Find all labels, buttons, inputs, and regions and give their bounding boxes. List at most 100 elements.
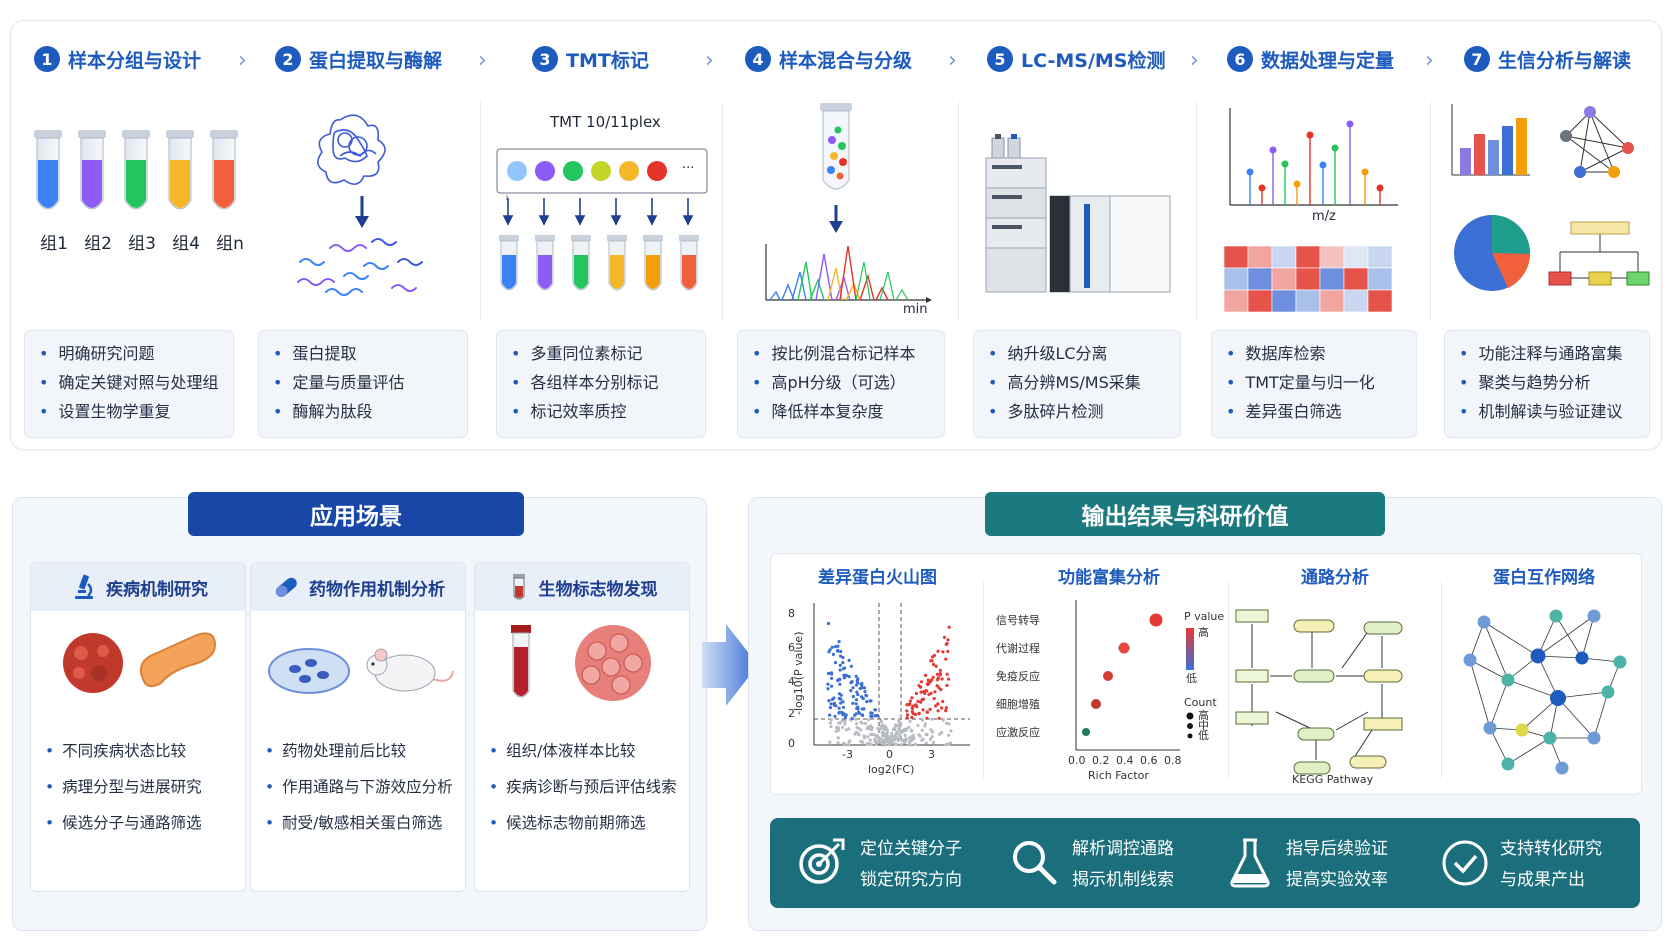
volcano-point [938,668,942,672]
more-tags-label: ··· [682,161,695,176]
value-line: 与成果产出 [1500,870,1585,890]
volcano-point [837,677,841,681]
app-card-header: 生物标志物发现 [475,563,689,611]
volcano-point [841,741,845,746]
volcano-point [917,684,921,688]
volcano-point [897,718,901,722]
ytick-label: 6 [788,641,795,654]
volcano-point [838,663,842,667]
volcano-point [920,728,924,732]
chevron-right-icon: › [1190,48,1199,73]
volcano-point [849,664,853,668]
chromatogram-chart [765,244,932,303]
bullet-item: 纳升级LC分离 [988,339,1166,368]
volcano-point [879,719,883,723]
volcano-point [885,731,889,735]
volcano-point [853,732,857,736]
y-axis-label: -log10(P value) [792,632,805,716]
volcano-point [879,741,883,745]
bullet-item: 降低样本复杂度 [752,397,930,426]
volcano-point [843,715,847,720]
drug-illustration [268,648,454,694]
volcano-point [916,699,920,703]
volcano-point [862,686,867,690]
volcano-point [847,727,851,731]
volcano-point [830,676,834,680]
volcano-point [896,738,900,742]
protein-icon [317,114,386,185]
volcano-point [860,682,864,686]
volcano-point [833,661,838,665]
volcano-point [926,678,930,682]
volcano-point [833,714,837,718]
volcano-point [859,695,864,699]
volcano-point [830,645,834,649]
volcano-point [949,729,953,733]
volcano-point [910,696,914,700]
legend-label: 低 [1198,729,1209,742]
value-item-4: 支持转化研究与成果产出 [1500,834,1602,896]
volcano-point [931,740,936,744]
volcano-point [936,649,940,653]
xtick-label: 0.6 [1140,754,1158,767]
volcano-point [828,706,832,710]
volcano-point [873,714,877,718]
applications-title: 应用场景 [188,492,524,536]
volcano-point [921,708,925,712]
volcano-point [935,672,939,676]
bullet-item: 酶解为肽段 [273,397,453,426]
volcano-point [860,713,864,717]
step-title: 数据处理与定量 [1261,49,1395,72]
step-number: 5 [987,46,1013,72]
step-number: 6 [1227,46,1253,72]
volcano-point [839,654,843,658]
step-number: 3 [532,46,558,72]
volcano-point [898,733,902,737]
value-item-2: 解析调控通路揭示机制线索 [1072,834,1174,896]
step-6-bullets: 数据库检索 TMT定量与归一化 差异蛋白筛选 [1211,330,1417,438]
volcano-point [925,732,929,736]
divider [1430,102,1431,320]
volcano-point [851,694,855,699]
divider [1228,582,1229,778]
volcano-point [870,714,874,718]
group-labels: 组1 组2 组3 组4 组n [32,229,272,254]
volcano-point [829,725,833,729]
bar-chart-icon [1451,104,1530,176]
app-card-header: 疾病机制研究 [31,563,245,611]
bullet-item: 组织/体液样本比较 [489,733,677,769]
volcano-point [936,709,940,713]
bullet-item: 候选标志物前期筛选 [489,805,677,841]
volcano-point [921,737,925,741]
volcano-point [893,733,898,737]
volcano-point [944,657,948,661]
chevron-right-icon: › [478,48,487,73]
volcano-point [854,712,858,716]
volcano-point [854,698,859,702]
blood-tube-icon [511,625,531,698]
volcano-point [908,739,912,744]
xtick-label: 0.2 [1092,754,1110,767]
value-line: 解析调控通路 [1072,839,1174,859]
volcano-point [913,742,917,746]
volcano-point [833,645,837,649]
volcano-point [873,740,877,744]
xtick-label: 3 [928,748,935,761]
volcano-point [831,652,835,656]
bullet-item: 按比例混合标记样本 [752,339,930,368]
value-item-3: 指导后续验证提高实验效率 [1286,834,1388,896]
volcano-point [930,659,934,663]
volcano-point [829,702,833,706]
ytick-label: 2 [788,707,795,720]
volcano-point [945,672,949,676]
volcano-title: 差异蛋白火山图 [818,568,937,588]
volcano-point [840,719,844,723]
capsule-icon [275,577,297,598]
ytick-label: 0 [788,737,795,750]
volcano-point [829,671,834,675]
xtick-label: 0.8 [1164,754,1182,767]
volcano-point [896,736,900,740]
volcano-point [925,716,929,720]
legend-label: 中 [1198,719,1209,732]
volcano-point [928,737,932,741]
